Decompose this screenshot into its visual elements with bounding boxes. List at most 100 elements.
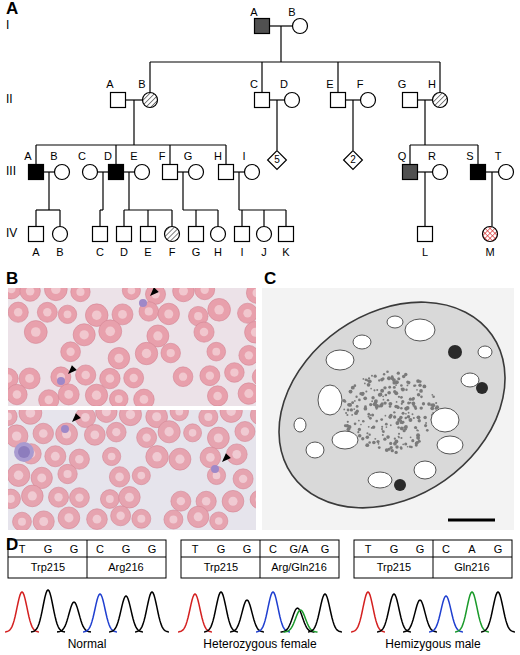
red-cell [207, 427, 229, 449]
red-cell-center [26, 288, 35, 295]
cytoplasm-granule [395, 445, 398, 448]
cytoplasm-granule [358, 420, 360, 422]
trace-peak [31, 590, 65, 632]
generation-numeral: I [6, 19, 9, 32]
individual-label: B [56, 246, 63, 258]
red-cell [103, 447, 121, 465]
vacuole [414, 461, 436, 479]
female-symbol [285, 93, 300, 108]
red-cell [119, 487, 141, 509]
descent-line [195, 210, 196, 227]
red-cell [21, 485, 43, 507]
red-cell [200, 366, 220, 386]
cytoplasm-granule [425, 422, 427, 424]
red-cell-center [54, 493, 62, 501]
cytoplasm-granule [378, 443, 380, 445]
descent-line [263, 210, 264, 227]
cytoplasm-granule [367, 383, 371, 387]
base-letter: T [19, 543, 26, 555]
individual-label: E [144, 246, 151, 258]
red-cell [8, 464, 30, 486]
male-symbol [418, 227, 433, 242]
red-cell [170, 410, 188, 421]
sibship-diamond: 2 [343, 150, 363, 170]
red-cell-center [145, 307, 153, 315]
cytoplasm-granule [362, 378, 364, 380]
red-cell-center [169, 516, 177, 524]
red-cell-center [152, 412, 161, 421]
female-symbol [53, 227, 68, 242]
cytoplasm-granule [347, 409, 350, 412]
female-symbol [433, 165, 448, 180]
cytoplasm-granule [407, 381, 410, 384]
red-cell-center [51, 288, 61, 294]
trace-peak [57, 602, 91, 632]
red-cell [225, 363, 245, 383]
red-cell [106, 422, 126, 442]
trace-peak [109, 596, 143, 632]
red-cell-center [112, 428, 120, 436]
cytoplasm-granule [407, 402, 410, 405]
cytoplasm-granule [368, 433, 370, 435]
male-symbol [219, 165, 234, 180]
cell-outline [239, 260, 520, 551]
descent-line [35, 210, 36, 227]
descent-line [169, 145, 170, 165]
red-cell-center [167, 349, 175, 357]
female-symbol [143, 93, 158, 108]
descent-line [35, 145, 36, 165]
red-cell [19, 410, 42, 424]
cytoplasm-granule [369, 403, 372, 406]
cytoplasm-granule [402, 443, 404, 445]
trace-peak [178, 594, 212, 632]
cytoplasm-granule [374, 399, 378, 403]
red-cell-center [153, 331, 162, 340]
male-symbol [403, 165, 418, 180]
trace-peak [429, 596, 463, 632]
red-cell-center [93, 515, 102, 524]
red-cell [109, 390, 128, 406]
sibship-count: 2 [343, 155, 363, 165]
individual-label: F [357, 78, 364, 90]
red-cell-center [255, 496, 256, 504]
individual-label: J [261, 246, 267, 258]
red-cell [8, 302, 28, 322]
red-cell [146, 446, 169, 469]
cytoplasm-granule [400, 407, 403, 410]
cytoplasm-granule [400, 426, 404, 430]
blood-smear-photo [8, 410, 256, 530]
cytoplasm-granule [408, 412, 410, 414]
cytoplasm-granule [406, 380, 409, 383]
header-box [354, 540, 512, 578]
red-cell-center [39, 429, 48, 438]
male-symbol [29, 165, 44, 180]
pedigree [29, 19, 514, 242]
red-cell [208, 298, 231, 321]
red-cell-center [241, 427, 249, 435]
cytoplasm-granule [382, 434, 384, 436]
cytoplasm-granule [400, 446, 403, 449]
red-cell [161, 343, 181, 363]
individual-label: M [485, 246, 494, 258]
cytoplasm-granule [374, 438, 376, 440]
individual-label: E [326, 78, 333, 90]
cytoplasm-granule [380, 378, 383, 381]
red-cell [171, 491, 191, 511]
cytoplasm-granule [351, 414, 353, 416]
red-cell-center [189, 429, 197, 437]
red-cell-center [129, 374, 137, 382]
cytoplasm-granule [396, 422, 399, 425]
trace-peak [230, 600, 264, 632]
red-cell-center [66, 348, 74, 356]
cytoplasm-granule [394, 440, 398, 444]
red-cell-center [179, 373, 187, 381]
female-symbol [483, 227, 498, 242]
cytoplasm-granule [398, 436, 400, 438]
cytoplasm-granule [435, 405, 439, 409]
red-cell-center [164, 309, 173, 318]
individual-label: H [214, 150, 222, 162]
cytoplasm-granule [415, 385, 417, 387]
descent-line [280, 26, 281, 62]
red-cell [84, 424, 105, 445]
individual-label: R [428, 150, 436, 162]
